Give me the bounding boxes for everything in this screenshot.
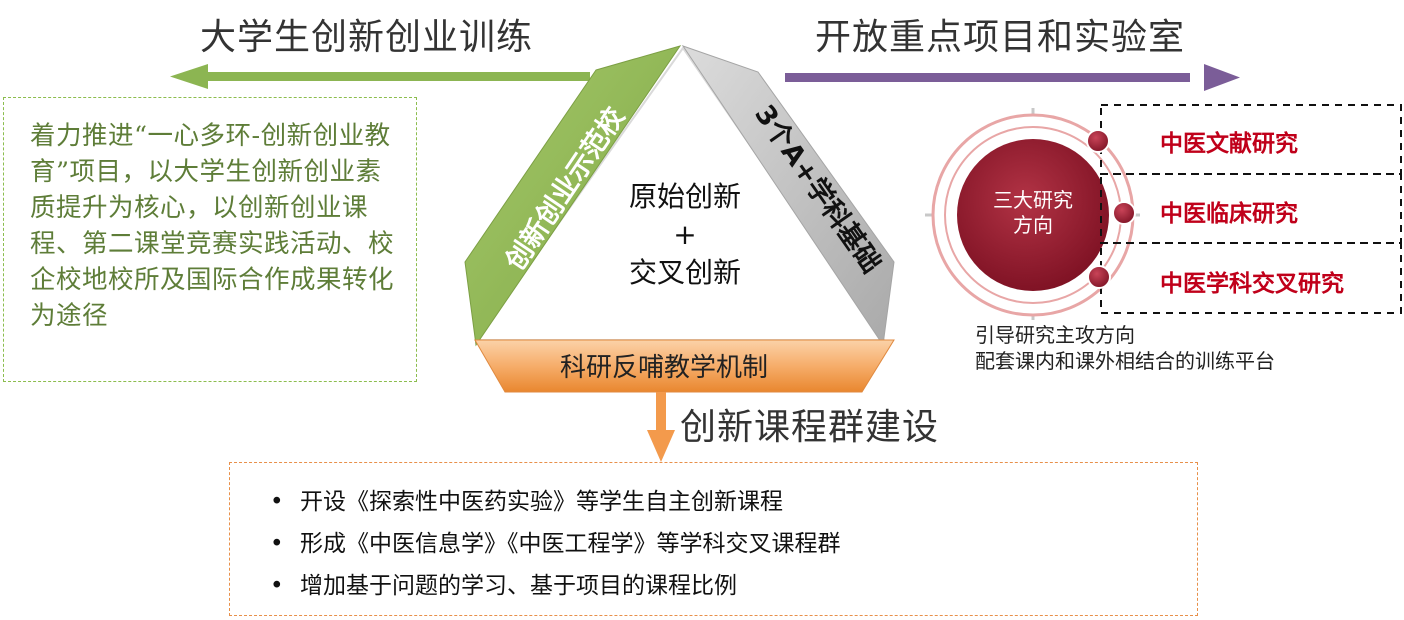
direction-dot-2 — [1112, 201, 1136, 225]
left-arrow — [170, 64, 590, 89]
research-caption-line-2: 配套课内和课外相结合的训练平台 — [975, 349, 1275, 373]
direction-label-3: 中医学科交叉研究 — [1160, 271, 1344, 297]
left-text-box: 着力推进“一心多环-创新创业教育”项目，以大学生创新创业素质提升为核心，以创新创… — [3, 97, 417, 382]
heading-left: 大学生创新创业训练 — [200, 17, 534, 58]
course-item: • 增加基于问题的学习、基于项目的课程比例 — [270, 565, 1197, 607]
research-rings — [925, 108, 1140, 320]
course-item: • 开设《探索性中医药实验》等学生自主创新课程 — [270, 481, 1197, 523]
courses-box: • 开设《探索性中医药实验》等学生自主创新课程 • 形成《中医信息学》《中医工程学》… — [229, 462, 1198, 616]
course-item-text: 形成《中医信息学》《中医工程学》等学科交叉课程群 — [300, 531, 841, 557]
down-arrow — [647, 392, 675, 462]
center-line-1: 原始创新 — [628, 180, 741, 213]
bullet-icon: • — [270, 573, 284, 599]
right-arrow — [785, 64, 1240, 91]
bottom-bar-label: 科研反哺教学机制 — [560, 353, 769, 383]
research-caption-line-1: 引导研究主攻方向 — [975, 323, 1135, 347]
course-item-text: 增加基于问题的学习、基于项目的课程比例 — [300, 573, 737, 599]
circle-label-line-1: 三大研究 — [993, 188, 1073, 212]
left-box-text: 着力推进“一心多环-创新创业教育”项目，以大学生创新创业素质提升为核心，以创新创… — [30, 121, 395, 331]
bullet-icon: • — [270, 531, 284, 557]
heading-right: 开放重点项目和实验室 — [815, 17, 1186, 58]
research-caption: 引导研究主攻方向 配套课内和课外相结合的训练平台 — [975, 322, 1275, 374]
circle-label-line-2: 方向 — [1013, 213, 1053, 237]
direction-label-1: 中医文献研究 — [1160, 131, 1298, 157]
center-line-2: + — [673, 218, 697, 251]
bottom-bar — [474, 339, 895, 393]
right-side-band — [681, 45, 895, 347]
direction-dot-3 — [1087, 265, 1111, 289]
direction-label-2: 中医临床研究 — [1160, 201, 1298, 227]
direction-dot-1 — [1086, 129, 1110, 153]
courses-list: • 开设《探索性中医药实验》等学生自主创新课程 • 形成《中医信息学》《中医工程学》… — [270, 481, 1197, 607]
center-line-3: 交叉创新 — [628, 256, 741, 289]
course-item-text: 开设《探索性中医药实验》等学生自主创新课程 — [300, 489, 783, 515]
center-text: 原始创新 + 交叉创新 — [575, 178, 795, 292]
bullet-icon: • — [270, 489, 284, 515]
left-side-band — [464, 45, 682, 347]
circle-label: 三大研究 方向 — [973, 188, 1093, 238]
heading-bottom: 创新课程群建设 — [680, 407, 940, 448]
course-item: • 形成《中医信息学》《中医工程学》等学科交叉课程群 — [270, 523, 1197, 565]
